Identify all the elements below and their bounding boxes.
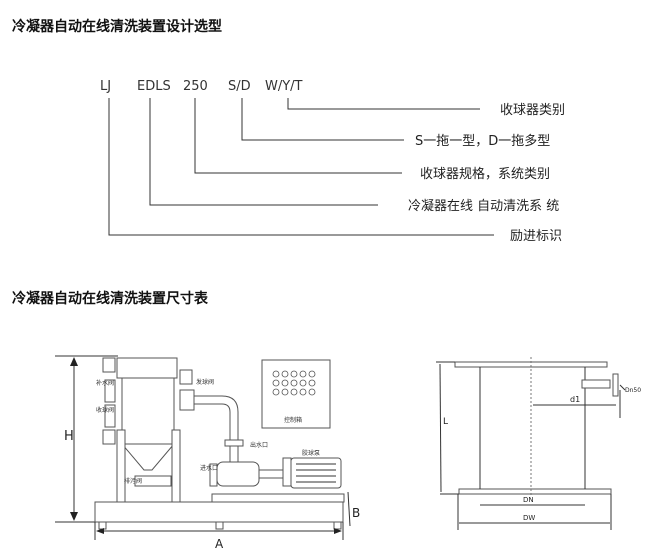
code-wyt: W/Y/T (265, 79, 303, 94)
label-inlet: 进水口 (200, 464, 218, 472)
dim-dw: DW (523, 514, 535, 522)
dim-h: H (64, 429, 74, 444)
code-edls: EDLS (137, 79, 171, 94)
leader-line (108, 98, 494, 236)
code-lj: LJ (100, 79, 111, 94)
label-makeup-valve: 补水阀 (96, 379, 114, 387)
desc-system: 冷凝器在线 自动清洗系 统 (408, 198, 559, 214)
dim-l: L (443, 417, 448, 427)
leader-line (149, 98, 378, 206)
desc-configuration: S一拖一型，D一拖多型 (415, 133, 550, 149)
label-drain-valve: 排污阀 (124, 477, 142, 485)
label-collect-valve: 收球阀 (96, 406, 114, 414)
dim-a: A (215, 537, 224, 551)
selection-title: 冷凝器自动在线清洗装置设计选型 (12, 19, 222, 35)
model-code-diagram: LJ EDLS 250 S/D W/Y/T 收球器类别 S一拖一型，D一拖多型 … (100, 79, 565, 244)
desc-ball-collector-type: 收球器类别 (500, 103, 565, 118)
code-sd: S/D (228, 79, 251, 94)
code-250: 250 (183, 79, 208, 94)
dimension-title: 冷凝器自动在线清洗装置尺寸表 (12, 291, 208, 307)
label-launch-valve: 发球阀 (196, 378, 214, 386)
dim-d1: d1 (570, 395, 580, 404)
leader-line (241, 98, 404, 141)
dim-b: B (352, 506, 360, 520)
label-pump: 胶球泵 (302, 449, 320, 457)
dim-dn: DN (523, 496, 534, 504)
equipment-diagram: H A B 补 (55, 355, 360, 551)
label-control-box: 控制箱 (284, 416, 302, 424)
collector-diagram: L Dn50 d1 DN DW (436, 357, 641, 530)
leader-line (287, 98, 480, 110)
label-outlet: 出水口 (250, 441, 268, 449)
desc-brand: 励进标识 (510, 229, 562, 244)
dim-dn50: Dn50 (625, 387, 641, 394)
leader-line (194, 98, 402, 174)
desc-spec: 收球器规格，系统类别 (420, 166, 550, 182)
